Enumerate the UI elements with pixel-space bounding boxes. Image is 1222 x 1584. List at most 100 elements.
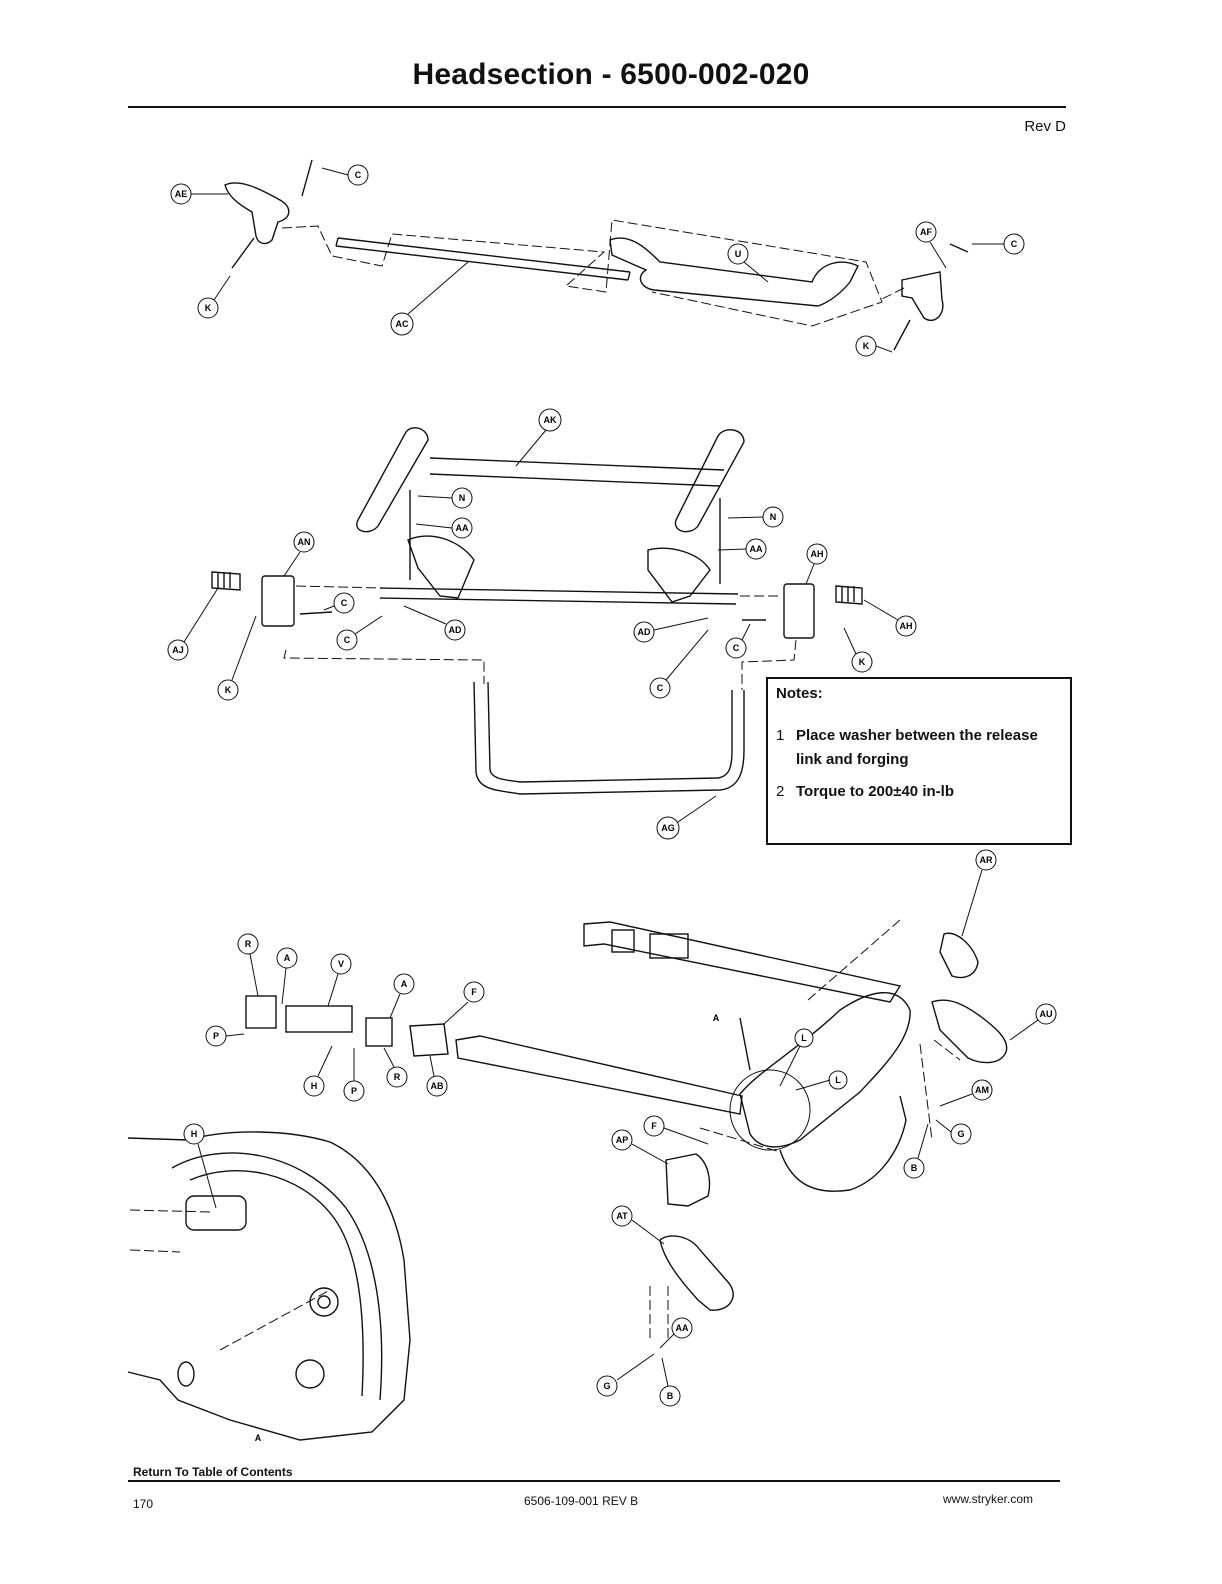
note-item: 2 Torque to 200±40 in-lb: [776, 780, 1062, 804]
svg-text:AA: AA: [750, 544, 763, 554]
svg-text:L: L: [801, 1033, 807, 1043]
callout-af: AF: [915, 221, 947, 269]
part-ag-handle: [473, 681, 745, 795]
part-crossbar: [379, 587, 739, 605]
callout-am: AM: [939, 1079, 993, 1107]
callout-r: R: [237, 933, 259, 997]
callout-ap: AP: [611, 1129, 669, 1165]
callout-a-3: A: [713, 1013, 720, 1023]
svg-text:L: L: [835, 1075, 841, 1085]
callout-k-3: K: [217, 615, 257, 701]
middle-assembly: [211, 427, 863, 795]
part-frame-casting: [739, 992, 911, 1148]
callout-au: AU: [1009, 1003, 1057, 1041]
callout-c: C: [321, 164, 369, 186]
svg-text:G: G: [957, 1129, 964, 1139]
document-number: 6506-109-001 REV B: [524, 1494, 639, 1508]
callout-n-2: N: [727, 506, 784, 528]
website-link[interactable]: www.stryker.com: [943, 1492, 1034, 1506]
svg-text:AE: AE: [175, 189, 188, 199]
note-item: 1 Place washer between the release link …: [776, 724, 1062, 772]
svg-text:N: N: [459, 493, 466, 503]
callout-ar: AR: [961, 849, 997, 937]
callout-p-2: P: [343, 1048, 365, 1102]
svg-text:R: R: [394, 1072, 401, 1082]
part-upper-tube: [583, 921, 902, 1003]
callout-r-2: R: [383, 1047, 408, 1088]
svg-text:B: B: [667, 1391, 674, 1401]
part-ar-handle: [939, 932, 979, 979]
svg-text:AJ: AJ: [172, 645, 184, 655]
callout-c-2: C: [972, 233, 1025, 255]
svg-text:K: K: [225, 685, 232, 695]
svg-text:N: N: [770, 512, 777, 522]
svg-text:P: P: [351, 1086, 357, 1096]
detail-view-a: [127, 1131, 411, 1441]
notes-box: Notes: 1 Place washer between the releas…: [766, 677, 1072, 845]
svg-text:AD: AD: [638, 627, 651, 637]
callout-aj: AJ: [167, 587, 219, 661]
callout-a: A: [276, 947, 298, 1005]
svg-text:AP: AP: [616, 1135, 629, 1145]
callout-l-2: L: [795, 1070, 848, 1091]
svg-text:F: F: [651, 1121, 657, 1131]
callout-at: AT: [611, 1205, 665, 1245]
header-rule: [128, 106, 1066, 108]
callout-g-2: G: [596, 1353, 655, 1397]
callout-labels: AE C K AC U AF C K AK N AA AN AJ C AD K …: [167, 164, 1057, 1443]
callout-aa-3: AA: [659, 1317, 693, 1349]
svg-text:R: R: [245, 939, 252, 949]
callout-b: B: [903, 1123, 929, 1179]
callout-ag: AG: [656, 795, 717, 840]
svg-text:V: V: [338, 959, 344, 969]
callout-ab: AB: [426, 1055, 448, 1097]
svg-text:AK: AK: [544, 415, 557, 425]
callout-b-2: B: [659, 1357, 681, 1407]
svg-text:C: C: [733, 643, 740, 653]
svg-text:AH: AH: [811, 549, 824, 559]
svg-text:A: A: [284, 953, 291, 963]
callout-h: H: [303, 1045, 333, 1097]
svg-text:U: U: [735, 249, 742, 259]
svg-text:C: C: [355, 170, 362, 180]
callout-c-3: C: [323, 592, 355, 614]
part-ae-bracket: [224, 182, 290, 245]
detail-circle-a: [729, 1069, 811, 1151]
svg-text:C: C: [1011, 239, 1018, 249]
top-assembly: [224, 159, 969, 351]
notes-title: Notes:: [776, 685, 823, 702]
svg-text:AM: AM: [975, 1085, 989, 1095]
part-au-handle: [931, 999, 1008, 1064]
callout-ae: AE: [170, 183, 228, 205]
svg-text:C: C: [657, 683, 664, 693]
note-text: Torque to 200±40 in-lb: [796, 783, 954, 800]
page-number: 170: [133, 1497, 154, 1511]
bottom-assembly: [245, 919, 1008, 1340]
footer-rule: [128, 1480, 1060, 1482]
callout-k-4: K: [843, 627, 873, 673]
svg-text:H: H: [311, 1081, 318, 1091]
callout-ac: AC: [390, 261, 469, 336]
svg-text:AU: AU: [1040, 1009, 1053, 1019]
note-text: Place washer between the release link an…: [796, 727, 1038, 768]
svg-text:AD: AD: [449, 625, 462, 635]
revision-label: Rev D: [1024, 118, 1066, 135]
svg-text:A: A: [713, 1013, 720, 1023]
callout-g: G: [935, 1119, 972, 1145]
note-number: 1: [776, 727, 785, 744]
callout-c-4: C: [336, 615, 383, 651]
part-lower-tube: [455, 1035, 743, 1115]
part-ah-spring: [835, 585, 863, 605]
callout-k-2: K: [855, 335, 893, 357]
note-number: 2: [776, 783, 785, 800]
svg-text:G: G: [603, 1381, 610, 1391]
callout-a-2: A: [389, 973, 415, 1019]
return-to-toc-link[interactable]: Return To Table of Contents: [133, 1465, 293, 1479]
svg-text:F: F: [471, 987, 477, 997]
callout-h-2: H: [183, 1123, 217, 1209]
callout-c-5: C: [725, 623, 751, 659]
callout-ad-2: AD: [633, 617, 709, 643]
svg-text:H: H: [191, 1129, 198, 1139]
svg-text:AA: AA: [676, 1323, 689, 1333]
part-ac-rod: [335, 237, 631, 281]
